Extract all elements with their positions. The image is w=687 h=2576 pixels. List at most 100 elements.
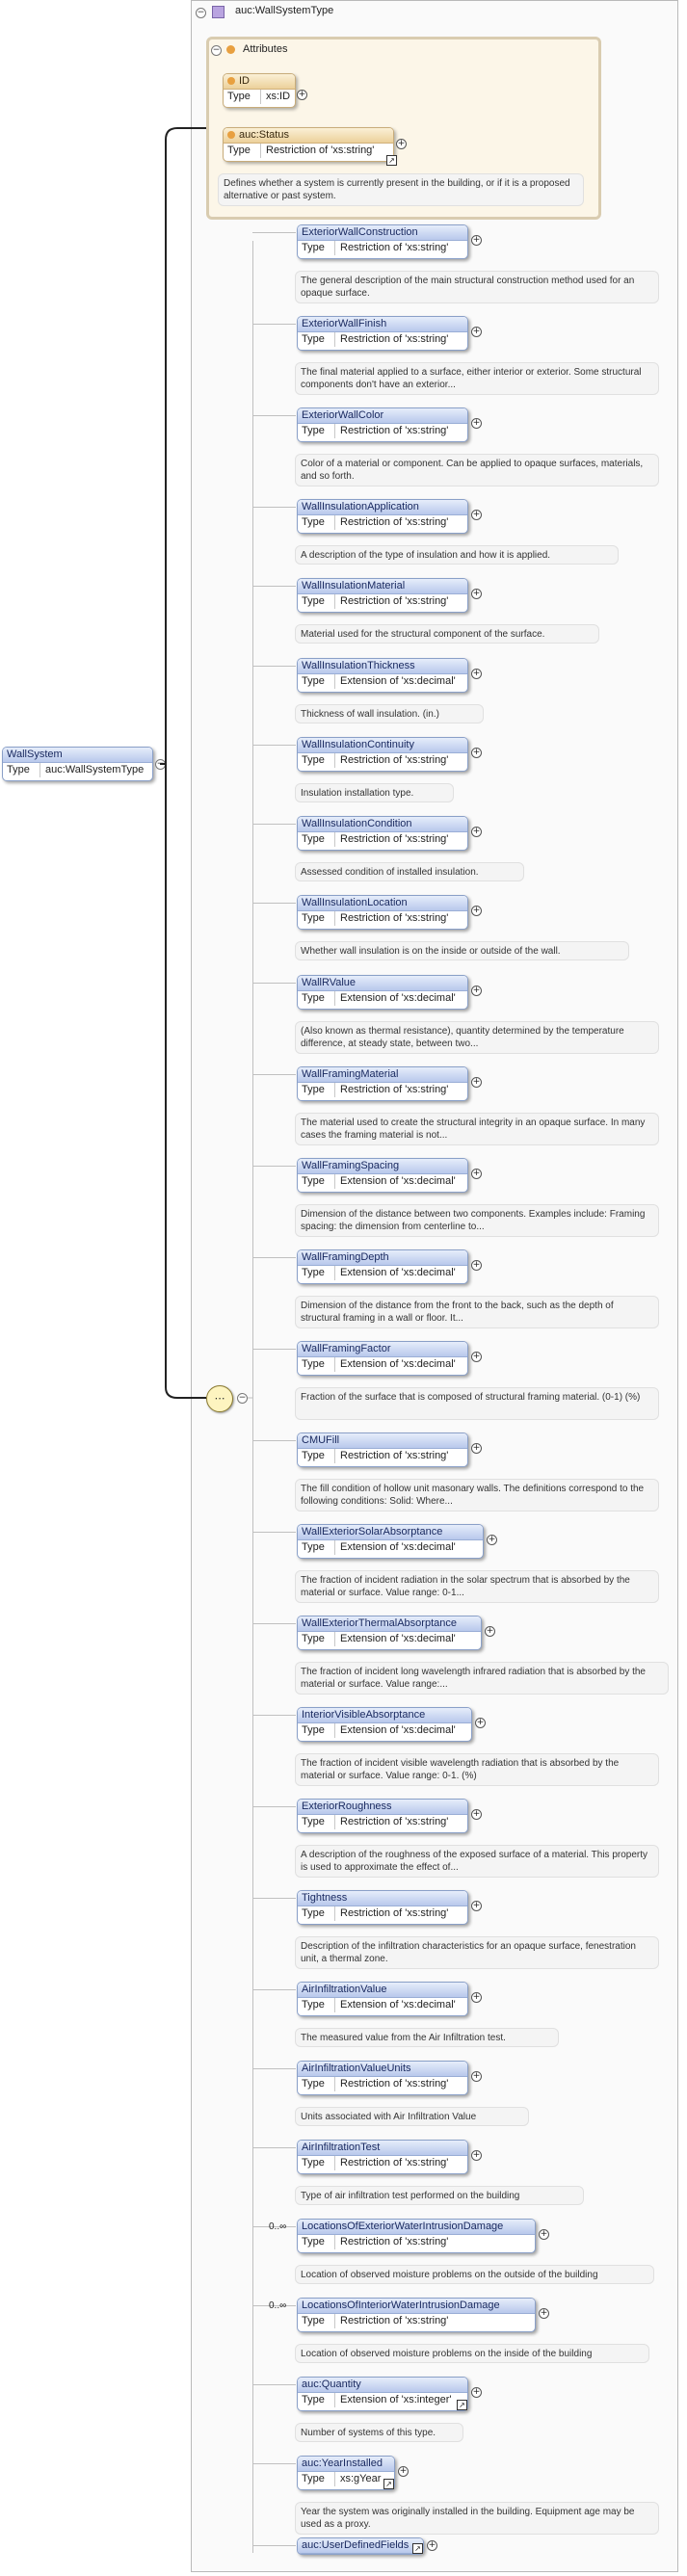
- branch-line: [252, 2226, 296, 2227]
- expand-icon[interactable]: +: [471, 327, 482, 337]
- type-key: Type: [302, 1449, 335, 1463]
- type-value: Extension of 'xs:decimal': [340, 1175, 456, 1187]
- expand-icon[interactable]: +: [471, 2387, 482, 2398]
- attribute-name: auc:Status: [239, 129, 289, 141]
- element-documentation: Year the system was originally installed…: [295, 2502, 659, 2535]
- expand-icon[interactable]: +: [427, 2540, 437, 2551]
- expand-icon[interactable]: +: [471, 2071, 482, 2082]
- expand-icon[interactable]: +: [471, 748, 482, 758]
- branch-line: [252, 1074, 296, 1075]
- branch-line: [252, 2068, 296, 2069]
- element-documentation: (Also known as thermal resistance), quan…: [295, 1021, 659, 1054]
- element-documentation: A description of the roughness of the ex…: [295, 1845, 659, 1878]
- element-documentation: Description of the infiltration characte…: [295, 1936, 659, 1969]
- type-key: Type: [302, 911, 335, 926]
- type-key: Type: [302, 2077, 335, 2091]
- expand-icon[interactable]: +: [471, 1992, 482, 2003]
- element-name: ExteriorRoughness: [298, 1800, 467, 1815]
- expand-icon[interactable]: +: [475, 1718, 486, 1728]
- branch-line: [252, 1806, 296, 1807]
- expand-icon[interactable]: +: [471, 510, 482, 520]
- attributes-toggle-icon[interactable]: −: [211, 45, 222, 56]
- type-key: Type: [302, 1998, 335, 2012]
- branch-line: [252, 1989, 296, 1990]
- element-name: LocationsOfExteriorWaterIntrusionDamage: [298, 2220, 535, 2235]
- expand-icon[interactable]: +: [471, 1901, 482, 1911]
- expand-icon[interactable]: +: [396, 139, 407, 149]
- expand-icon[interactable]: +: [471, 906, 482, 916]
- expand-icon[interactable]: +: [471, 1809, 482, 1820]
- branch-line: [252, 903, 296, 904]
- expand-icon[interactable]: +: [398, 2466, 409, 2477]
- expand-icon[interactable]: +: [471, 235, 482, 246]
- element-name: AirInfiltrationValueUnits: [298, 2062, 467, 2077]
- branch-line: [252, 507, 296, 508]
- branch-line: [252, 1257, 296, 1258]
- type-value: Restriction of 'xs:string': [340, 1816, 449, 1827]
- element-name: WallInsulationContinuity: [298, 738, 467, 753]
- sequence-toggle-icon[interactable]: −: [237, 1393, 248, 1404]
- expand-icon[interactable]: +: [471, 1077, 482, 1088]
- expand-icon[interactable]: +: [471, 418, 482, 429]
- branch-line: [252, 983, 296, 984]
- expand-icon[interactable]: +: [485, 1626, 495, 1637]
- element-node[interactable]: auc:UserDefinedFields: [297, 2537, 424, 2555]
- expand-icon[interactable]: +: [471, 589, 482, 599]
- element-documentation: Material used for the structural compone…: [295, 624, 599, 644]
- expand-icon[interactable]: +: [471, 2150, 482, 2161]
- collapse-toggle-icon[interactable]: −: [196, 8, 206, 18]
- expand-icon[interactable]: +: [539, 2229, 549, 2240]
- element-name: WallInsulationMaterial: [298, 579, 467, 594]
- element-documentation: Dimension of the distance between two co…: [295, 1204, 659, 1237]
- type-value: Restriction of 'xs:string': [340, 1084, 449, 1095]
- expand-icon[interactable]: +: [297, 90, 307, 100]
- type-value: Restriction of 'xs:string': [340, 1450, 449, 1461]
- expand-icon[interactable]: +: [471, 827, 482, 837]
- expand-icon[interactable]: +: [471, 1169, 482, 1179]
- expand-icon[interactable]: +: [539, 2308, 549, 2319]
- sequence-compositor-icon[interactable]: ⋯: [206, 1385, 233, 1412]
- expand-icon[interactable]: +: [471, 1443, 482, 1454]
- expand-icon[interactable]: +: [487, 1535, 497, 1545]
- type-key: Type: [302, 2393, 335, 2407]
- expand-icon[interactable]: +: [471, 1260, 482, 1271]
- element-documentation: The fraction of incident visible wavelen…: [295, 1753, 659, 1786]
- expand-icon[interactable]: +: [471, 669, 482, 679]
- element-name: WallFramingDepth: [298, 1250, 467, 1266]
- type-key: Type: [227, 90, 261, 104]
- element-name: ExteriorWallColor: [298, 408, 467, 424]
- type-key: Type: [302, 1632, 335, 1646]
- expand-icon[interactable]: +: [471, 1352, 482, 1362]
- expand-icon[interactable]: +: [471, 986, 482, 996]
